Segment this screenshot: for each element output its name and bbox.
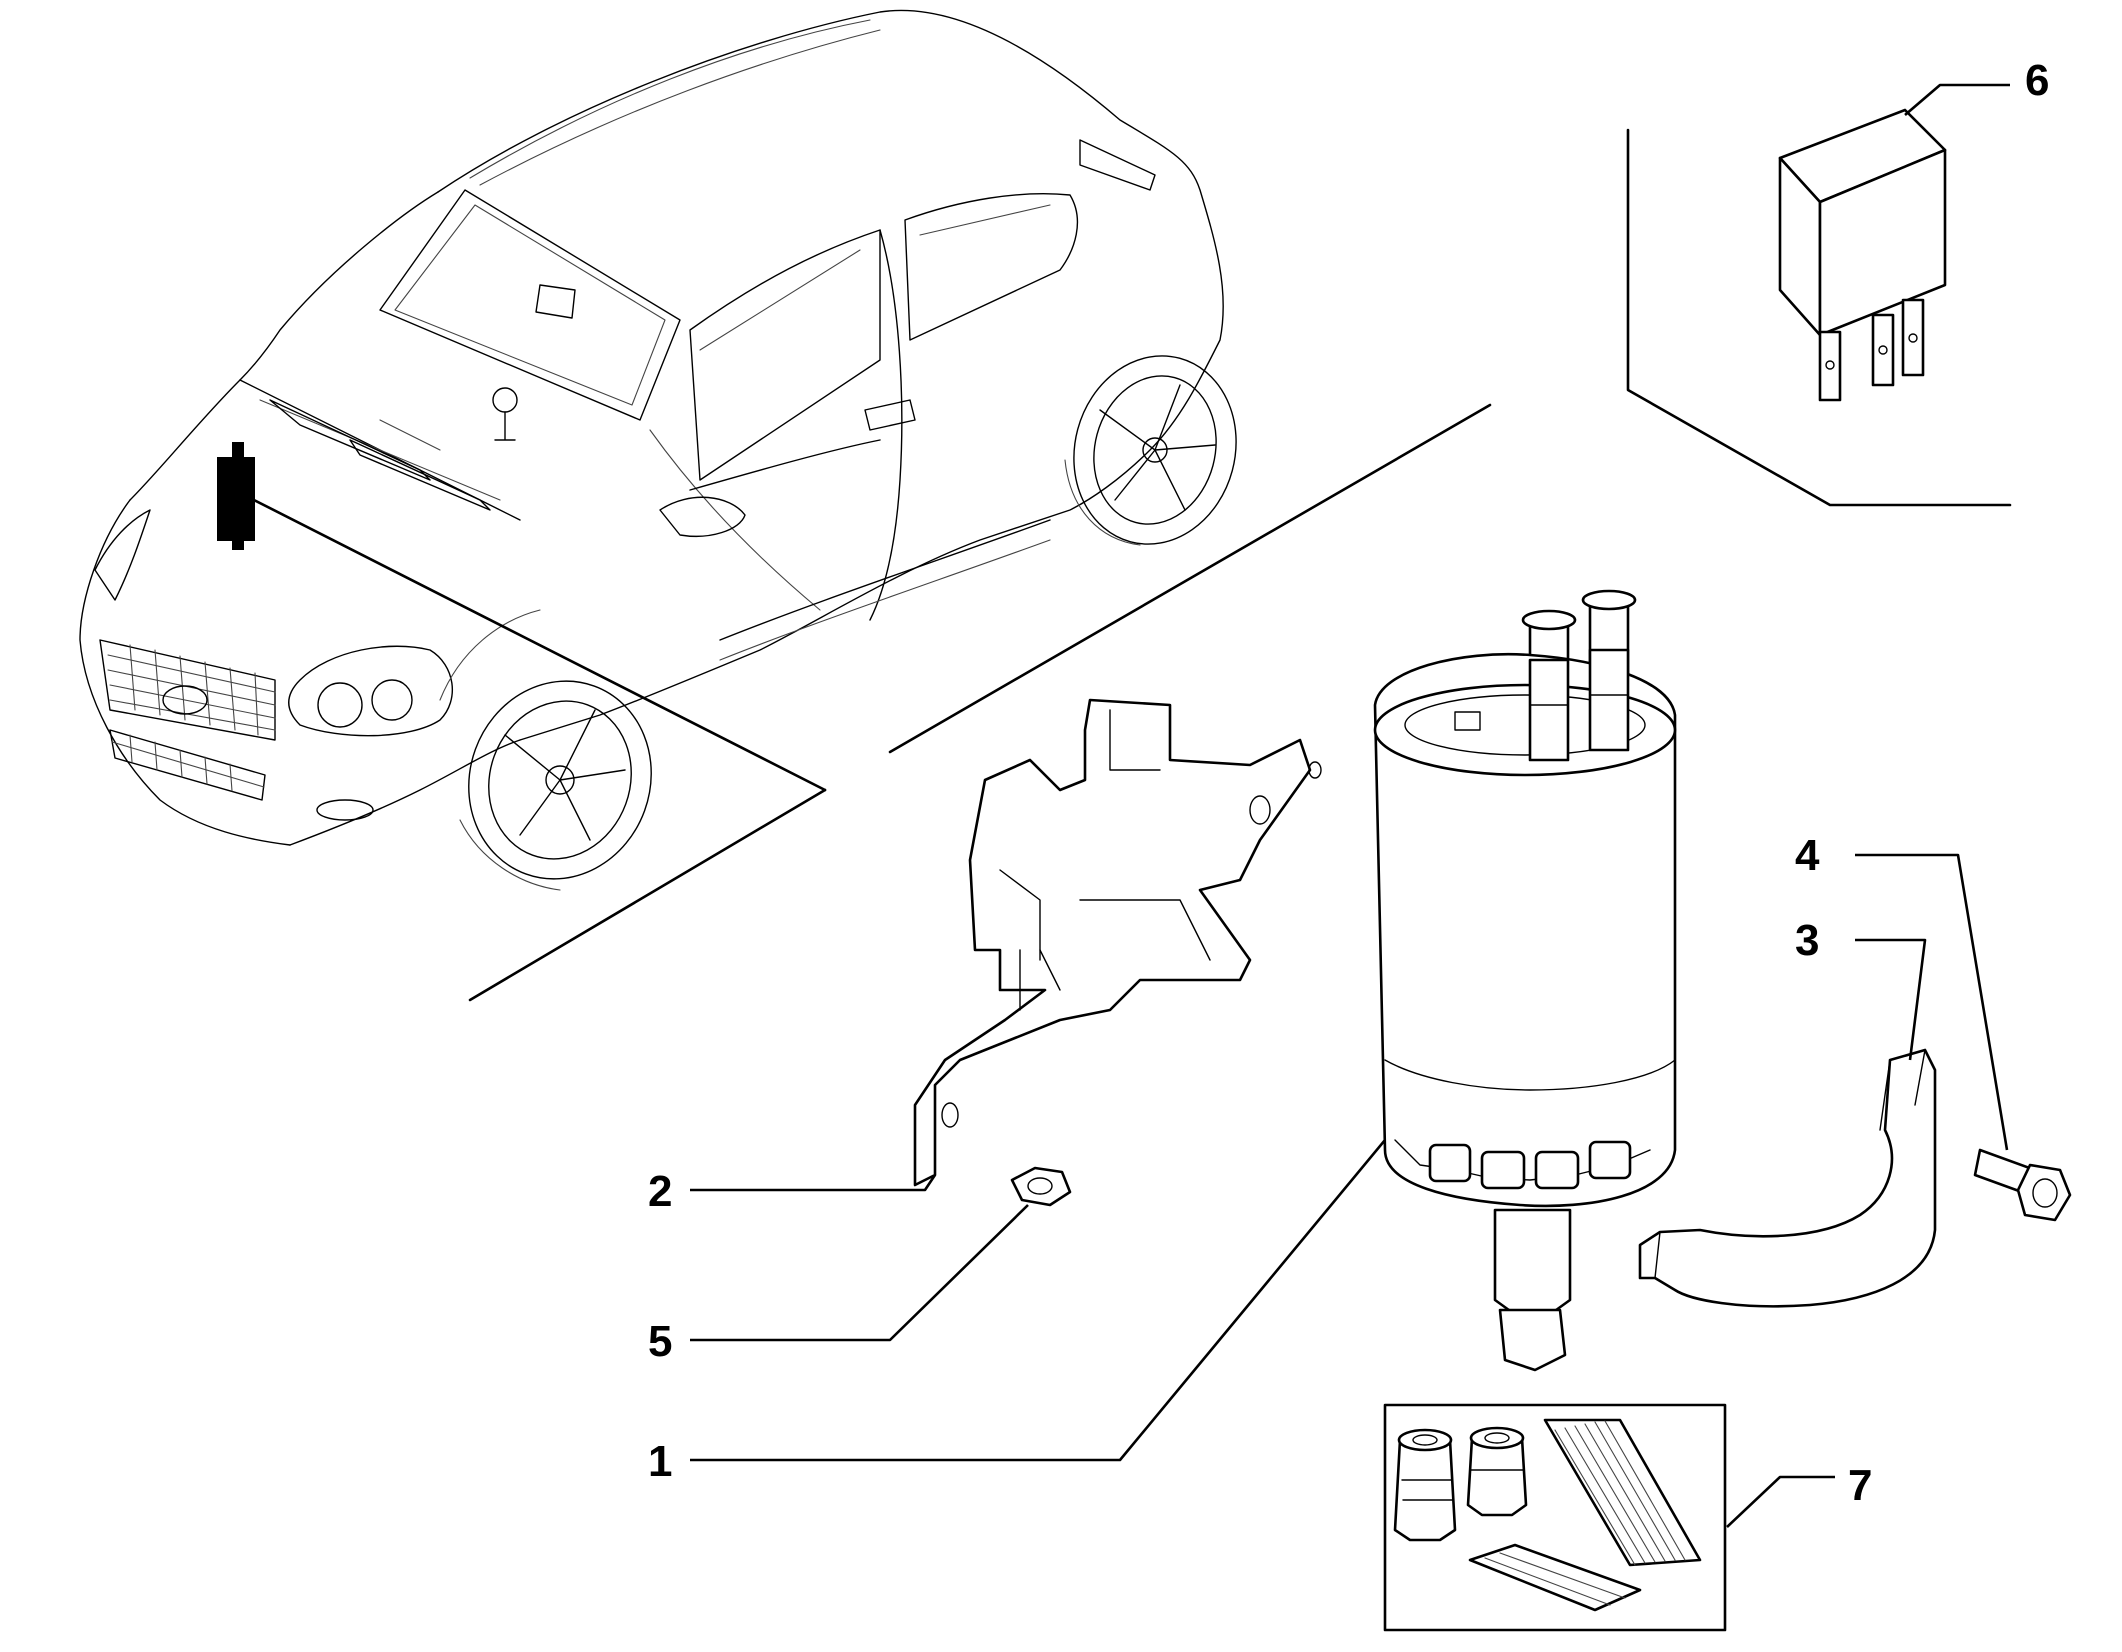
callout-5: 5: [648, 1317, 672, 1366]
car-illustration: [79, 9, 1237, 891]
callout-4: 4: [1795, 831, 1820, 880]
leader-1: [690, 1139, 1387, 1462]
callout-6: 6: [2025, 56, 2049, 105]
leader-5: [690, 1204, 1029, 1342]
leader-4: [1855, 853, 2009, 1151]
clamp-part-3: [1638, 1048, 1937, 1308]
detail-wedge-lines: [252, 403, 1492, 1002]
fuel-filter-part-1: [1373, 589, 1677, 1372]
callout-leaders: [690, 83, 2010, 1528]
bracket-part-2: [913, 698, 1322, 1187]
relay-part-6: [1626, 108, 2012, 507]
leader-2: [690, 1174, 937, 1192]
callout-numbers: 1 2 3 4 5 6 7: [648, 56, 2049, 1510]
leader-7: [1726, 1475, 1835, 1528]
service-kit-part-7: [1383, 1403, 1727, 1632]
nut-part-5: [1010, 1166, 1072, 1207]
callout-1: 1: [648, 1437, 672, 1486]
callout-3: 3: [1795, 916, 1819, 965]
callout-2: 2: [648, 1167, 672, 1216]
bolt-part-4: [1973, 1148, 2072, 1222]
callout-7: 7: [1848, 1461, 1872, 1510]
leader-3: [1855, 938, 1927, 1061]
leader-6: [1904, 83, 2010, 116]
